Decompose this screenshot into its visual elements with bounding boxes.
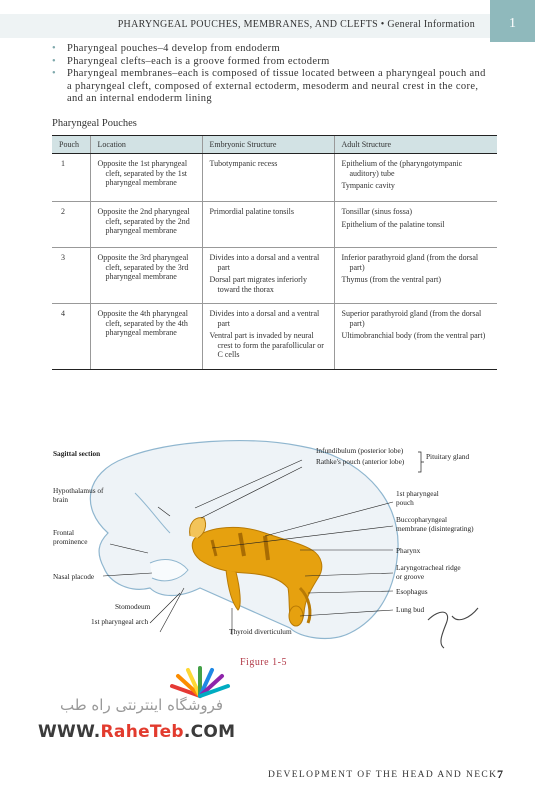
table-row: 1 Opposite the 1st pharyngeal cleft, sep… xyxy=(52,153,497,202)
pharyngeal-pouches-table: Pouch Location Embryonic Structure Adult… xyxy=(52,135,497,370)
column-header-embryonic: Embryonic Structure xyxy=(201,135,334,154)
table-row: 4 Opposite the 4th pharyngeal cleft, sep… xyxy=(52,303,497,370)
running-header-bar xyxy=(0,14,490,38)
column-header-location: Location xyxy=(89,135,202,154)
bullet-item: Pharyngeal clefts–each is a groove forme… xyxy=(52,56,492,69)
adult-cell: Superior parathyroid gland (from the dor… xyxy=(333,303,497,370)
label-stomodeum: Stomodeum xyxy=(115,602,151,611)
embryonic-cell: Tubotympanic recess xyxy=(201,153,334,202)
adult-cell: Inferior parathyroid gland (from the dor… xyxy=(333,247,497,304)
running-footer-title: DEVELOPMENT OF THE HEAD AND NECK xyxy=(268,770,498,780)
adult-text: Tympanic cavity xyxy=(341,181,395,190)
esophagus-tube xyxy=(298,586,312,624)
table-row: 2 Opposite the 2nd pharyngeal cleft, sep… xyxy=(52,201,497,248)
location-text: Opposite the 1st pharyngeal cleft, separ… xyxy=(97,159,188,187)
pituitary-brace xyxy=(418,451,424,473)
pouch-number-cell: 4 xyxy=(52,303,90,370)
table-caption: Pharyngeal Pouches xyxy=(52,118,137,129)
label-rathke-pouch: Rathke's pouch (anterior lobe) xyxy=(316,457,405,466)
location-text: Opposite the 4th pharyngeal cleft, separ… xyxy=(97,309,188,337)
location-cell: Opposite the 2nd pharyngeal cleft, separ… xyxy=(89,201,202,248)
running-header-title: PHARYNGEAL POUCHES, MEMBRANES, AND CLEFT… xyxy=(117,19,475,30)
label-esophagus: Esophagus xyxy=(396,587,428,596)
label-laryngotracheal-ridge: Laryngotracheal ridge or groove xyxy=(396,563,461,581)
embryo-illustration xyxy=(89,440,479,649)
embryonic-cell: Divides into a dorsal and a ventral part… xyxy=(201,303,334,370)
embryonic-cell: Primordial palatine tonsils xyxy=(201,201,334,248)
table-header-row: Pouch Location Embryonic Structure Adult… xyxy=(52,135,497,154)
label-frontal-prominence: Frontal prominence xyxy=(53,528,88,546)
embryonic-text: Divides into a dorsal and a ventral part xyxy=(209,309,320,328)
brain-ventricle xyxy=(134,492,171,534)
watermark-logo xyxy=(170,666,230,698)
pouch-number-cell: 2 xyxy=(52,201,90,248)
embryonic-text: Primordial palatine tonsils xyxy=(209,207,294,216)
figure-caption: Figure 1-5 xyxy=(240,657,287,668)
adult-text: Epithelium of the palatine tonsil xyxy=(341,219,445,229)
sagittal-section-figure: Sagittal section Infundibulum (posterior… xyxy=(0,438,535,678)
column-header-adult: Adult Structure xyxy=(333,135,497,154)
adult-text: Tonsillar (sinus fossa) xyxy=(341,207,413,216)
location-text: Opposite the 3rd pharyngeal cleft, separ… xyxy=(97,253,189,281)
watermark-url-suffix: .COM xyxy=(183,722,236,742)
location-text: Opposite the 2nd pharyngeal cleft, separ… xyxy=(97,207,190,235)
watermark-url: WWW.RaheTeb.COM xyxy=(38,722,235,742)
label-infundibulum: Infundibulum (posterior lobe) xyxy=(316,446,404,455)
location-cell: Opposite the 1st pharyngeal cleft, separ… xyxy=(89,153,202,202)
pouch-number-cell: 3 xyxy=(52,247,90,304)
bullet-item: Pharyngeal membranes–each is composed of… xyxy=(52,68,492,106)
label-pituitary-gland: Pituitary gland xyxy=(426,452,470,461)
label-pharynx: Pharynx xyxy=(396,546,421,555)
column-header-pouch: Pouch xyxy=(52,135,90,154)
rathke-pouch-shape xyxy=(189,517,207,539)
thyroid-diverticulum-shape xyxy=(225,569,241,611)
adult-text: Ultimobranchial body (from the ventral p… xyxy=(341,331,486,340)
watermark-persian-text: فروشگاه اینترنتی راه طب xyxy=(60,696,224,714)
bullet-item: Pharyngeal pouches–4 develop from endode… xyxy=(52,43,492,56)
chapter-number: 1 xyxy=(509,16,516,31)
leader-lines xyxy=(102,459,394,635)
embryonic-text: Tubotympanic recess xyxy=(209,159,278,168)
adult-text: Inferior parathyroid gland (from the dor… xyxy=(341,253,479,272)
adult-cell: Epithelium of the (pharyngotympanic audi… xyxy=(333,153,497,202)
label-nasal-placode: Nasal placode xyxy=(53,572,95,581)
adult-text: Epithelium of the (pharyngotympanic audi… xyxy=(341,159,463,178)
label-lung-bud: Lung bud xyxy=(396,605,425,614)
pouch-band xyxy=(263,535,270,561)
page-number: 7 xyxy=(497,767,503,781)
section-title: Sagittal section xyxy=(53,449,101,458)
adult-text: Superior parathyroid gland (from the dor… xyxy=(341,309,482,328)
pouch-number-cell: 1 xyxy=(52,153,90,202)
label-buccopharyngeal-membrane: Buccopharyngeal membrane (disintegrating… xyxy=(396,515,474,533)
label-thyroid-diverticulum: Thyroid diverticulum xyxy=(229,627,292,636)
adult-text: Thymus (from the ventral part) xyxy=(341,275,442,284)
label-1st-pharyngeal-arch: 1st pharyngeal arch xyxy=(91,617,149,626)
table-row: 3 Opposite the 3rd pharyngeal cleft, sep… xyxy=(52,247,497,304)
label-hypothalamus: Hypothalamus of brain xyxy=(53,486,104,504)
stomodeum-opening xyxy=(149,559,189,582)
embryonic-cell: Divides into a dorsal and a ventral part… xyxy=(201,247,334,304)
embryonic-text: Divides into a dorsal and a ventral part xyxy=(209,253,320,272)
location-cell: Opposite the 4th pharyngeal cleft, separ… xyxy=(89,303,202,370)
intro-bullet-list: Pharyngeal pouches–4 develop from endode… xyxy=(52,43,492,106)
book-fan-icon xyxy=(170,666,230,698)
chapter-tab: 1 xyxy=(490,0,535,42)
watermark-url-accent: RaheTeb xyxy=(100,722,184,742)
artist-signature xyxy=(427,607,479,649)
embryonic-text: Dorsal part migrates inferiorly toward t… xyxy=(209,275,308,294)
adult-cell: Tonsillar (sinus fossa) Epithelium of th… xyxy=(333,201,497,248)
watermark-url-prefix: WWW. xyxy=(38,722,101,742)
location-cell: Opposite the 3rd pharyngeal cleft, separ… xyxy=(89,247,202,304)
embryonic-text: Ventral part is invaded by neural crest … xyxy=(209,331,324,359)
label-1st-pharyngeal-pouch: 1st pharyngeal pouch xyxy=(396,489,439,507)
